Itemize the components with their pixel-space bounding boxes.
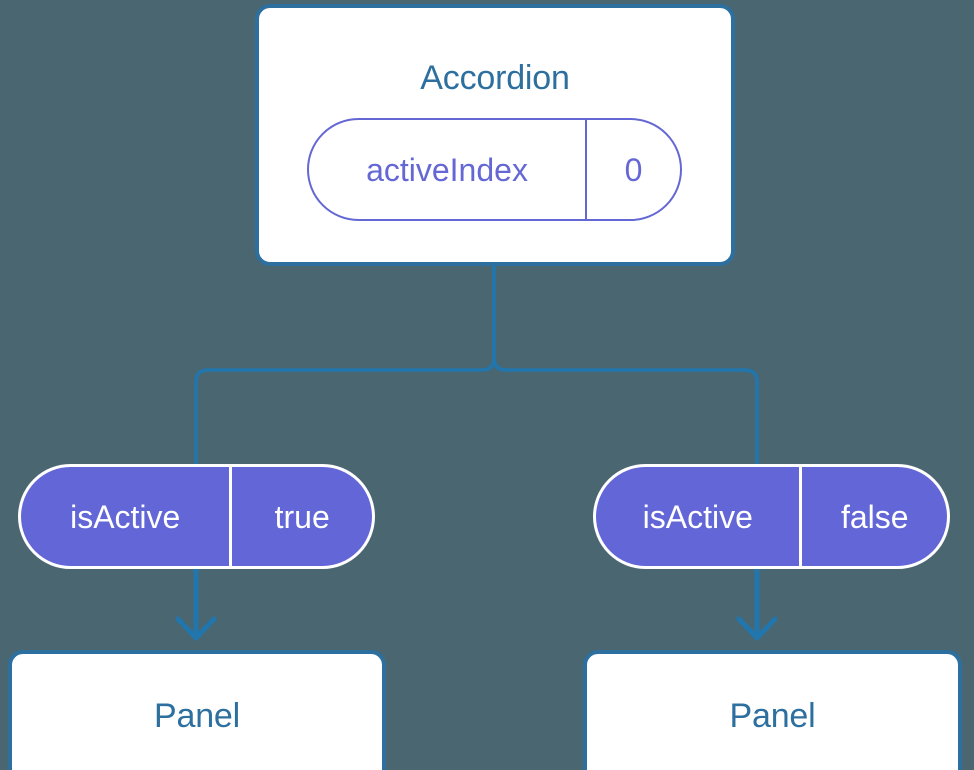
panel-title-right: Panel bbox=[729, 697, 816, 735]
state-key-activeindex: activeIndex bbox=[309, 120, 588, 219]
state-value-isactive-right: false bbox=[840, 498, 909, 535]
connector-root-split-right bbox=[492, 264, 759, 467]
state-pill-isactive-true[interactable]: isActive true bbox=[18, 464, 375, 569]
accordion-title: Accordion bbox=[420, 59, 570, 97]
state-value-isactive-left: true bbox=[274, 498, 330, 535]
state-value-activeindex: 0 bbox=[624, 151, 643, 188]
arrow-right-branch bbox=[736, 567, 778, 641]
arrow-left-branch bbox=[175, 567, 217, 641]
state-key-isactive-left: isActive bbox=[21, 467, 233, 566]
state-pill-activeindex[interactable]: activeIndex 0 bbox=[307, 118, 682, 221]
panel-title-left: Panel bbox=[154, 697, 240, 735]
connector-root-split bbox=[194, 264, 496, 467]
panel-component-card-left[interactable]: Panel bbox=[8, 650, 386, 770]
state-key-isactive-right: isActive bbox=[596, 467, 803, 566]
panel-component-card-right[interactable]: Panel bbox=[583, 650, 962, 770]
state-pill-isactive-false[interactable]: isActive false bbox=[593, 464, 950, 569]
